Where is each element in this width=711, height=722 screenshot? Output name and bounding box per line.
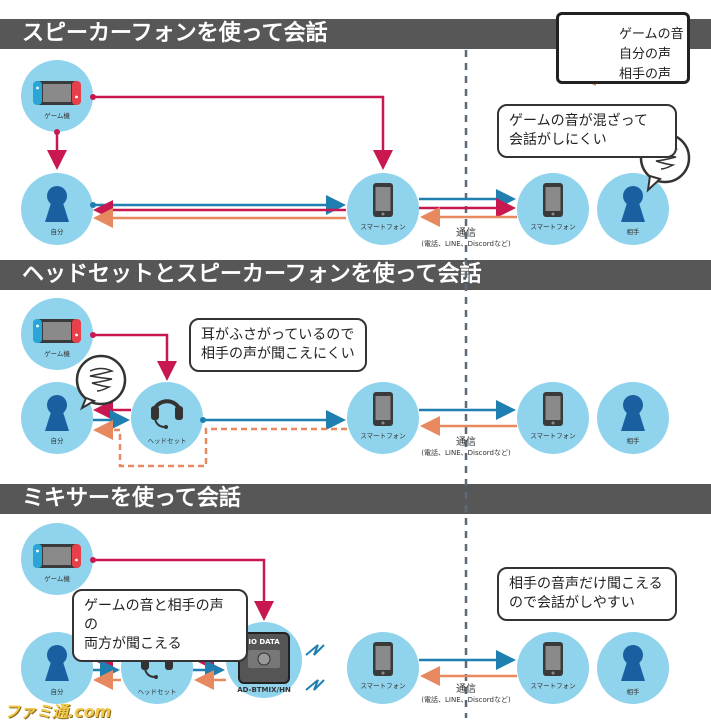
s3-comm-note: 通信 (電話、LINE、Discordなど) bbox=[421, 680, 510, 705]
s3-self-label: 自分 bbox=[50, 688, 64, 696]
watermark-logo: ファミ通.com bbox=[4, 702, 112, 721]
legend-label: ゲームの音 bbox=[619, 27, 684, 42]
section-3-title: ミキサーを使って会話 bbox=[0, 484, 711, 514]
comm-sub: (電話、LINE、Discordなど) bbox=[421, 449, 511, 457]
s2-self-label: 自分 bbox=[50, 437, 64, 445]
comm-sub: (電話、LINE、Discordなど) bbox=[421, 240, 511, 248]
s3-bubble-right: 相手の音声だけ聞こえる ので会話がしやすい bbox=[497, 567, 677, 621]
s2-phone1-label: スマートフォン bbox=[360, 432, 406, 440]
bubble-line: 耳がふさがっているので bbox=[201, 327, 355, 343]
comm-label: 通信 bbox=[456, 437, 476, 448]
s2-comm-note: 通信 (電話、LINE、Discordなど) bbox=[421, 433, 510, 458]
s3-partner-label: 相手 bbox=[626, 688, 640, 696]
s3-mixer-brand: IO DATA bbox=[248, 638, 280, 646]
bubble-line: 相手の音声だけ聞こえる bbox=[509, 576, 663, 592]
s3-phone1-label: スマートフォン bbox=[360, 682, 406, 690]
s1-self-label: 自分 bbox=[50, 228, 64, 236]
bubble-line: 会話がしにくい bbox=[509, 132, 607, 148]
s2-headset-node bbox=[131, 382, 203, 454]
s1-partner-label: 相手 bbox=[626, 228, 640, 236]
bubble-line: ので会話がしやすい bbox=[509, 595, 635, 611]
s1-console-label: ゲーム機 bbox=[44, 112, 70, 120]
bubble-line: 両方が聞こえる bbox=[84, 636, 182, 652]
bluetooth-wave-bottom bbox=[305, 679, 325, 691]
s1-comm-note: 通信 (電話、LINE、Discordなど) bbox=[421, 224, 510, 249]
s1-phone1-label: スマートフォン bbox=[360, 223, 406, 231]
s1-game-to-phone bbox=[93, 95, 393, 170]
s3-mixer-model: AD-BTMIX/HN bbox=[237, 686, 291, 694]
s2-console-label: ゲーム機 bbox=[44, 350, 70, 358]
s1-phone2-label: スマートフォン bbox=[530, 223, 576, 231]
legend-label: 相手の声 bbox=[619, 67, 672, 82]
comm-sub: (電話、LINE、Discordなど) bbox=[421, 696, 511, 704]
s3-phone2-label: スマートフォン bbox=[530, 682, 576, 690]
s1-bubble: ゲームの音が混ざって 会話がしにくい bbox=[497, 104, 677, 158]
s2-game-to-headset bbox=[93, 333, 177, 381]
bubble-line: 相手の声が聞こえにくい bbox=[201, 346, 355, 362]
section-2-title: ヘッドセットとスピーカーフォンを使って会話 bbox=[0, 260, 711, 290]
s3-game-to-mixer bbox=[93, 558, 274, 621]
legend: ゲームの音 自分の声 相手の声 bbox=[556, 12, 690, 84]
comm-label: 通信 bbox=[456, 684, 476, 695]
s3-bubble-left: ゲームの音と相手の声の 両方が聞こえる bbox=[72, 589, 248, 662]
legend-label: 自分の声 bbox=[619, 47, 672, 62]
s2-headset-label: ヘッドセット bbox=[147, 437, 187, 445]
s2-partner-voice-dashed bbox=[93, 420, 347, 468]
s3-console-label: ゲーム機 bbox=[44, 575, 70, 583]
comm-label: 通信 bbox=[456, 228, 476, 239]
s3-headset-label: ヘッドセット bbox=[137, 688, 177, 696]
bubble-line: ゲームの音が混ざって bbox=[509, 113, 648, 129]
s2-phone2-label: スマートフォン bbox=[530, 432, 576, 440]
bluetooth-wave-top bbox=[305, 644, 325, 656]
s2-bubble: 耳がふさがっているので 相手の声が聞こえにくい bbox=[189, 318, 367, 372]
bubble-line: ゲームの音と相手の声の bbox=[84, 598, 224, 633]
s2-partner-label: 相手 bbox=[626, 437, 640, 445]
